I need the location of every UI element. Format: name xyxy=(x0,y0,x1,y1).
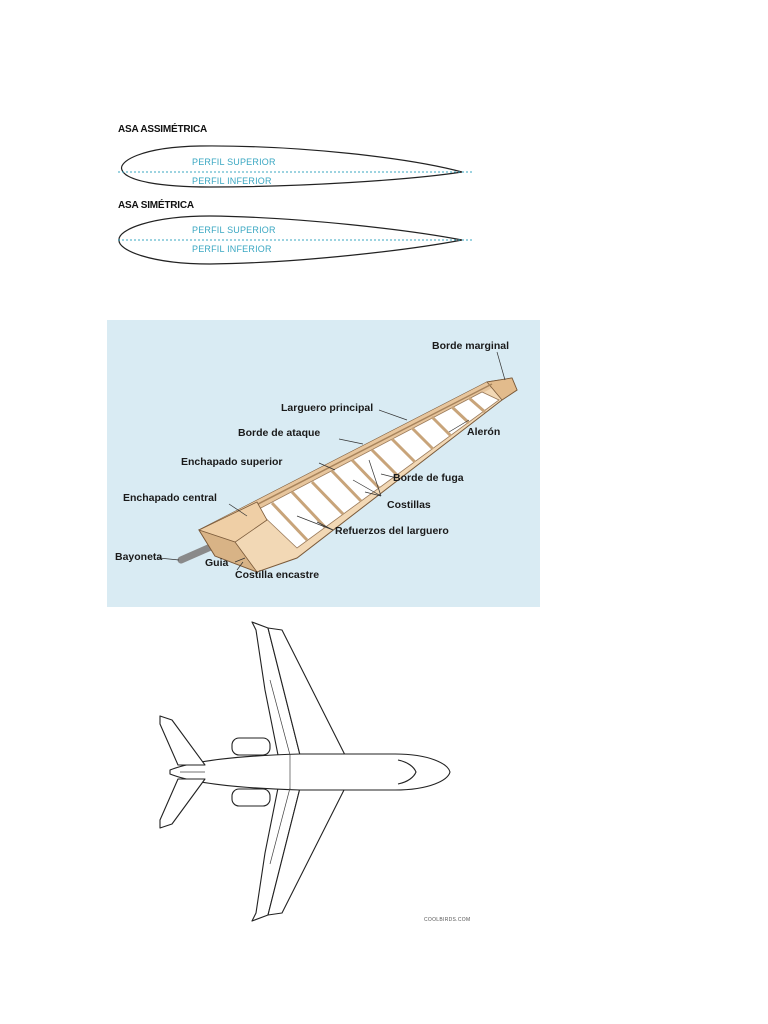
fuselage xyxy=(169,753,451,791)
label-guia: Guia xyxy=(205,557,229,569)
aircraft-top-view xyxy=(159,621,451,922)
upper-engine xyxy=(231,737,271,756)
label-borde-marginal: Borde marginal xyxy=(432,340,510,352)
label-enchapado-central: Enchapado central xyxy=(123,492,217,504)
label-bayoneta: Bayoneta xyxy=(115,551,163,563)
upper-stabilizer xyxy=(159,715,206,766)
wing-tip xyxy=(486,377,518,401)
wing-illustration xyxy=(158,351,518,573)
label-aleron: Alerón xyxy=(467,426,501,438)
label-larguero-principal: Larguero principal xyxy=(281,402,374,414)
image-credit: COOLBIRDS.COM xyxy=(424,917,471,923)
asymmetric-lower-profile-label: PERFIL INFERIOR xyxy=(192,176,272,186)
label-costillas: Costillas xyxy=(387,499,431,511)
label-borde-de-ataque: Borde de ataque xyxy=(238,427,321,439)
cockpit-windows xyxy=(397,759,417,785)
lower-stabilizer xyxy=(159,778,206,829)
asymmetric-wing-title: ASA ASSIMÉTRICA xyxy=(118,124,208,135)
label-refuerzos-del-larguero: Refuerzos del larguero xyxy=(335,525,449,537)
lower-engine xyxy=(231,788,271,807)
symmetric-lower-profile-label: PERFIL INFERIOR xyxy=(192,244,272,254)
label-borde-de-fuga: Borde de fuga xyxy=(393,472,464,484)
rib-bay xyxy=(256,391,500,549)
airfoil-profiles xyxy=(118,145,474,265)
leader-lines xyxy=(158,351,506,571)
root-rib xyxy=(198,529,259,573)
label-costilla-encastre: Costilla encastre xyxy=(235,569,320,581)
symmetric-wing-title: ASA SIMÉTRICA xyxy=(118,200,194,211)
asymmetric-airfoil-outline xyxy=(120,145,463,188)
ribs xyxy=(270,396,486,542)
main-spar xyxy=(226,383,493,521)
wing-structure-diagram: Borde marginal Larguero principal Alerón… xyxy=(107,320,540,607)
asymmetric-upper-profile-label: PERFIL SUPERIOR xyxy=(192,157,276,167)
symmetric-upper-profile-label: PERFIL SUPERIOR xyxy=(192,225,276,235)
label-enchapado-superior: Enchapado superior xyxy=(181,456,283,468)
